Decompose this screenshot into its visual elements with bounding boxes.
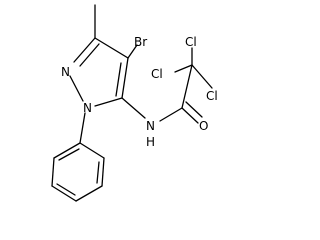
bond-ph-double-3 [58, 148, 80, 161]
atom-br: Br [134, 35, 147, 49]
bond-nh-carbonyl [159, 107, 183, 122]
bond-c3-c4 [94, 37, 129, 59]
atom-o: O [199, 119, 208, 133]
atom-cl-top: Cl [185, 35, 197, 49]
bond-c4-c5 [121, 57, 129, 99]
bond-ph-double-1 [96, 161, 100, 184]
atom-h-amide: H [146, 135, 155, 149]
atom-labels: Br N N N H O Cl Cl Cl [61, 35, 218, 149]
bond-c5-nh [121, 97, 146, 119]
bond-n1-c5 [94, 97, 123, 107]
bond-carbonyl-o-double [185, 101, 203, 118]
molecule-canvas: Br N N N H O Cl Cl Cl [51, 4, 218, 202]
bond-c3-n2 [73, 37, 96, 63]
bond-c-cl-left [174, 64, 193, 73]
bond-ph-1 [79, 142, 105, 159]
bond-n2-n1 [69, 75, 84, 102]
atom-cl-left: Cl [151, 67, 163, 81]
atom-cl-right: Cl [206, 89, 218, 103]
bond-ph-double-2 [56, 183, 76, 196]
bond-c4-c5-double [115, 62, 122, 97]
bond-n1-phenyl [79, 112, 86, 144]
bond-carbonyl-o [181, 107, 199, 124]
bond-ph-3 [75, 185, 103, 202]
bond-ph-2 [101, 157, 105, 187]
atom-n-ring-bottom: N [83, 101, 92, 115]
atom-n-amide: N [146, 119, 155, 133]
structure-diagram: Br N N N H O Cl Cl Cl [51, 4, 218, 202]
bond-ph-4 [51, 185, 77, 202]
bond-carbonyl-ccl3 [181, 64, 193, 109]
bond-ph-6 [53, 142, 81, 159]
bond-c3-n2-double [79, 43, 100, 67]
bond-c4-br [127, 44, 138, 59]
bond-c-cl-right [191, 64, 213, 89]
bond-ph-5 [51, 157, 55, 187]
bonds [51, 4, 213, 202]
atom-n-ring-top: N [61, 65, 70, 79]
